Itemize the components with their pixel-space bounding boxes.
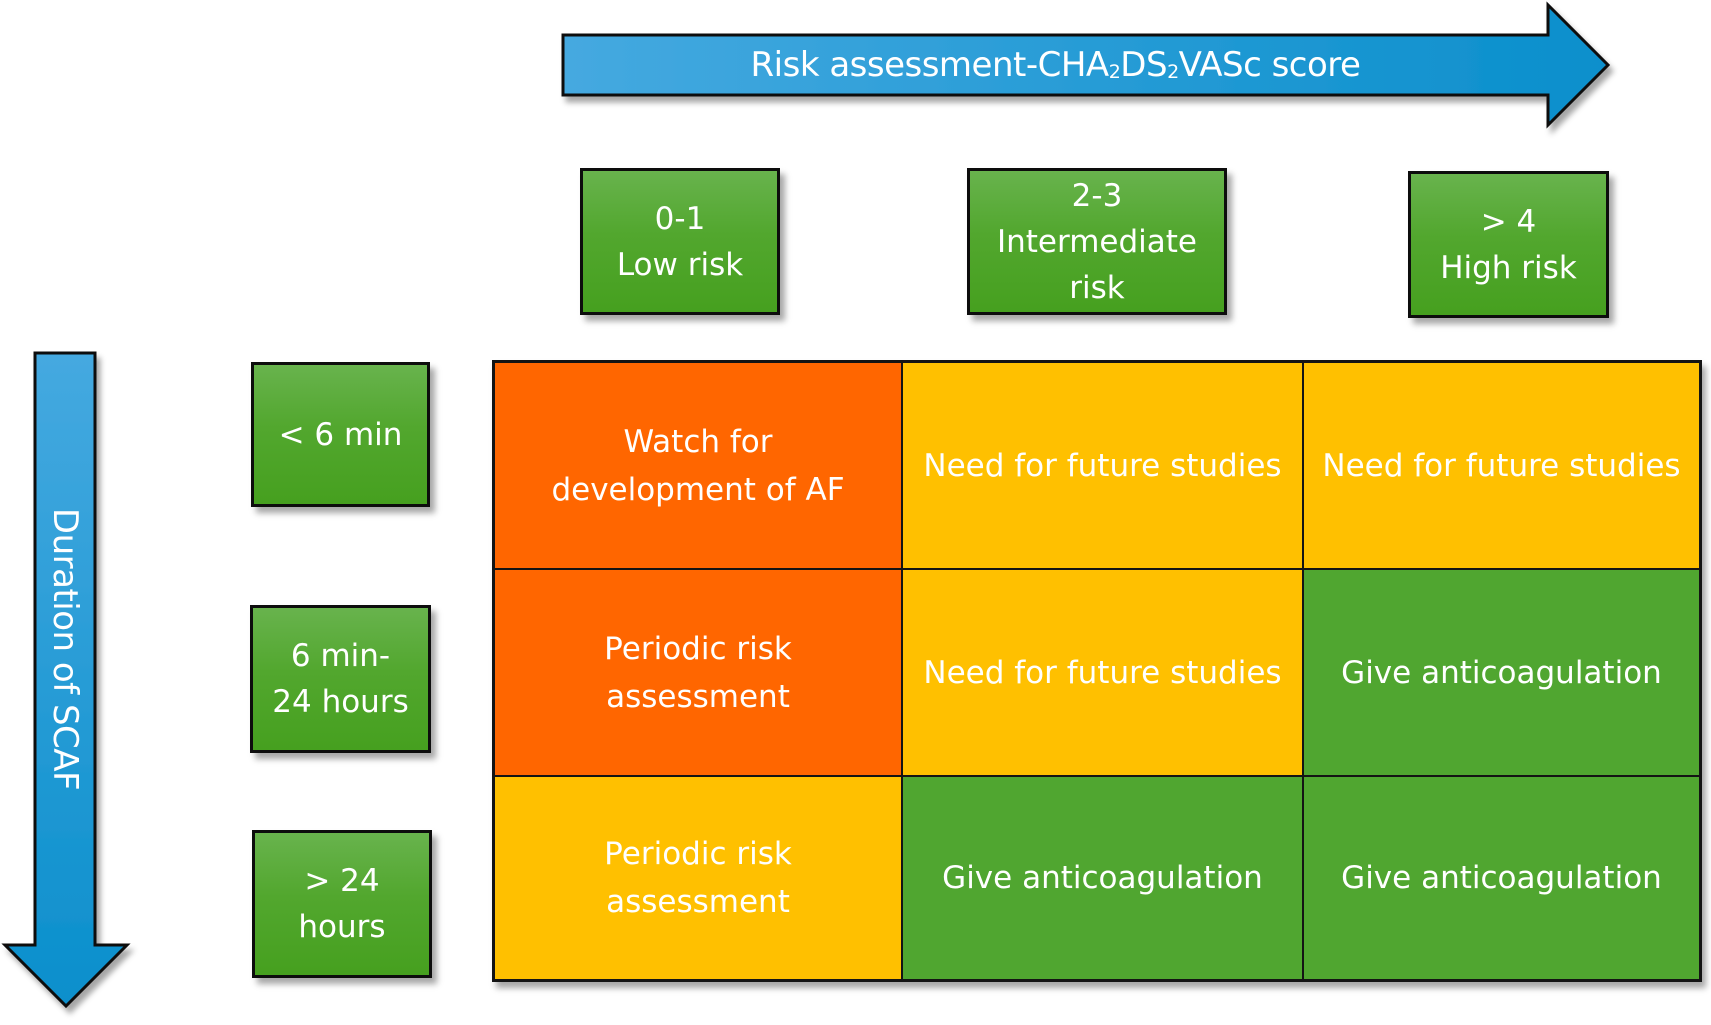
- matrix-cell: Need for future studies: [1304, 363, 1699, 570]
- column-header-text: 0-1 Low risk: [616, 200, 744, 283]
- row-header-6min-24h: 6 min- 24 hours: [250, 605, 431, 753]
- row-header-under-6-min: < 6 min: [251, 362, 430, 507]
- label-part: VASc score: [1178, 45, 1361, 85]
- matrix-cell: Periodic risk assessment: [495, 570, 903, 777]
- subscript: 2: [1167, 61, 1179, 83]
- label-part: Risk assessment-CHA: [750, 45, 1110, 85]
- row-header-text: 6 min- 24 hours: [272, 638, 409, 720]
- row-header-over-24h: > 24 hours: [252, 830, 432, 978]
- cell-text: Watch for development of AF: [551, 423, 845, 508]
- duration-arrow: [1, 351, 131, 1009]
- matrix-cell: Need for future studies: [903, 363, 1304, 570]
- cell-text: Need for future studies: [923, 654, 1282, 691]
- matrix-cell: Give anticoagulation: [1304, 777, 1699, 979]
- duration-axis-text: Duration of SCAF: [45, 507, 85, 791]
- column-header-high-risk: > 4 High risk: [1408, 171, 1609, 318]
- column-header-text: 2-3 Intermediate risk: [996, 177, 1197, 306]
- matrix-cell: Periodic risk assessment: [495, 777, 903, 979]
- column-header-low-risk: 0-1 Low risk: [580, 168, 780, 315]
- cell-text: Periodic risk assessment: [604, 836, 792, 920]
- cell-text: Need for future studies: [1322, 447, 1681, 484]
- recommendation-matrix: Watch for development of AF Need for fut…: [492, 360, 1702, 982]
- label-part: DS: [1120, 45, 1168, 85]
- row-header-text: > 24 hours: [298, 863, 386, 945]
- row-header-text: < 6 min: [278, 416, 403, 453]
- risk-score-arrow: [561, 1, 1611, 129]
- duration-axis-label: Duration of SCAF: [35, 353, 95, 945]
- cell-text: Give anticoagulation: [942, 860, 1263, 896]
- matrix-cell: Give anticoagulation: [1304, 570, 1699, 777]
- column-header-text: > 4 High risk: [1440, 203, 1577, 286]
- risk-score-axis-label: Risk assessment-CHA2DS2VASc score: [563, 35, 1548, 95]
- matrix-cell: Give anticoagulation: [903, 777, 1304, 979]
- matrix-cell: Need for future studies: [903, 570, 1304, 777]
- column-header-intermediate-risk: 2-3 Intermediate risk: [967, 168, 1227, 315]
- cell-text: Need for future studies: [923, 447, 1282, 484]
- cell-text: Give anticoagulation: [1341, 860, 1662, 896]
- subscript: 2: [1108, 61, 1121, 83]
- cell-text: Periodic risk assessment: [604, 630, 792, 715]
- matrix-cell: Watch for development of AF: [495, 363, 903, 570]
- cell-text: Give anticoagulation: [1341, 654, 1662, 691]
